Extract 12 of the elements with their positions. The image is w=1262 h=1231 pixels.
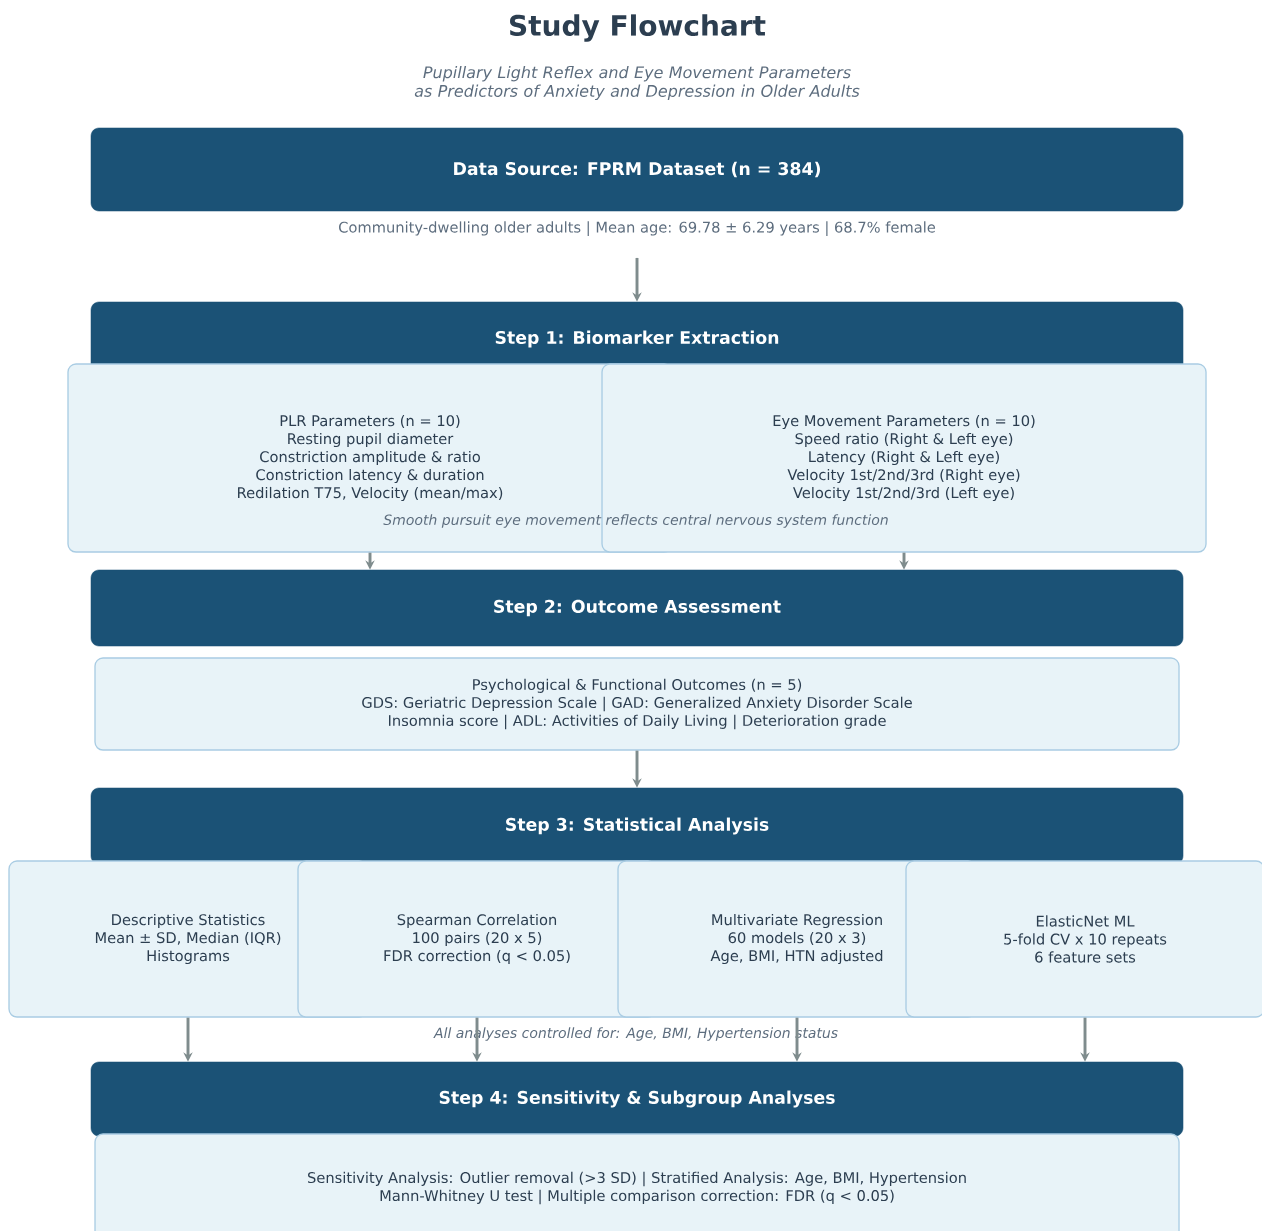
note-text: Smooth pursuit eye movement reflects central nervous system function	[383, 514, 888, 528]
content-box: Spearman Correlation 100 pairs (20 x 5) FDR correction (q < 0.05)	[297, 860, 657, 1018]
title: Study Flowchart	[510, 14, 766, 42]
subtitle: Pupillary Light Reflex and Eye Movement Parameters as Predictors of Anxiety and Depression in Older Adults	[414, 65, 860, 101]
step-header: Step 2: Outcome Assessment	[90, 569, 1184, 647]
content-box: Sensitivity Analysis: Outlier removal (>3 SD) | Stratified Analysis: Age, BMI, Hypertension Mann-Whitney U test | Multiple comparison correction: FDR (q < 0.05)	[94, 1133, 1180, 1231]
content-box: Psychological & Functional Outcomes (n = 5) GDS: Geriatric Depression Scale | GAD: Generalized Anxiety Disorder Scale Insomnia score | ADL: Activities of Daily Living | Deterioration grade	[94, 657, 1180, 751]
content-box: ElasticNet ML 5-fold CV x 10 repeats 6 feature sets	[905, 860, 1262, 1018]
step-header: Step 3: Statistical Analysis	[90, 787, 1184, 865]
step-header: Data Source: FPRM Dataset (n = 384)	[90, 127, 1184, 212]
step-header: Step 4: Sensitivity & Subgroup Analyses	[90, 1061, 1184, 1137]
summary-text: Community-dwelling older adults | Mean age: 69.78 ± 6.29 years | 68.7% female	[339, 221, 936, 236]
